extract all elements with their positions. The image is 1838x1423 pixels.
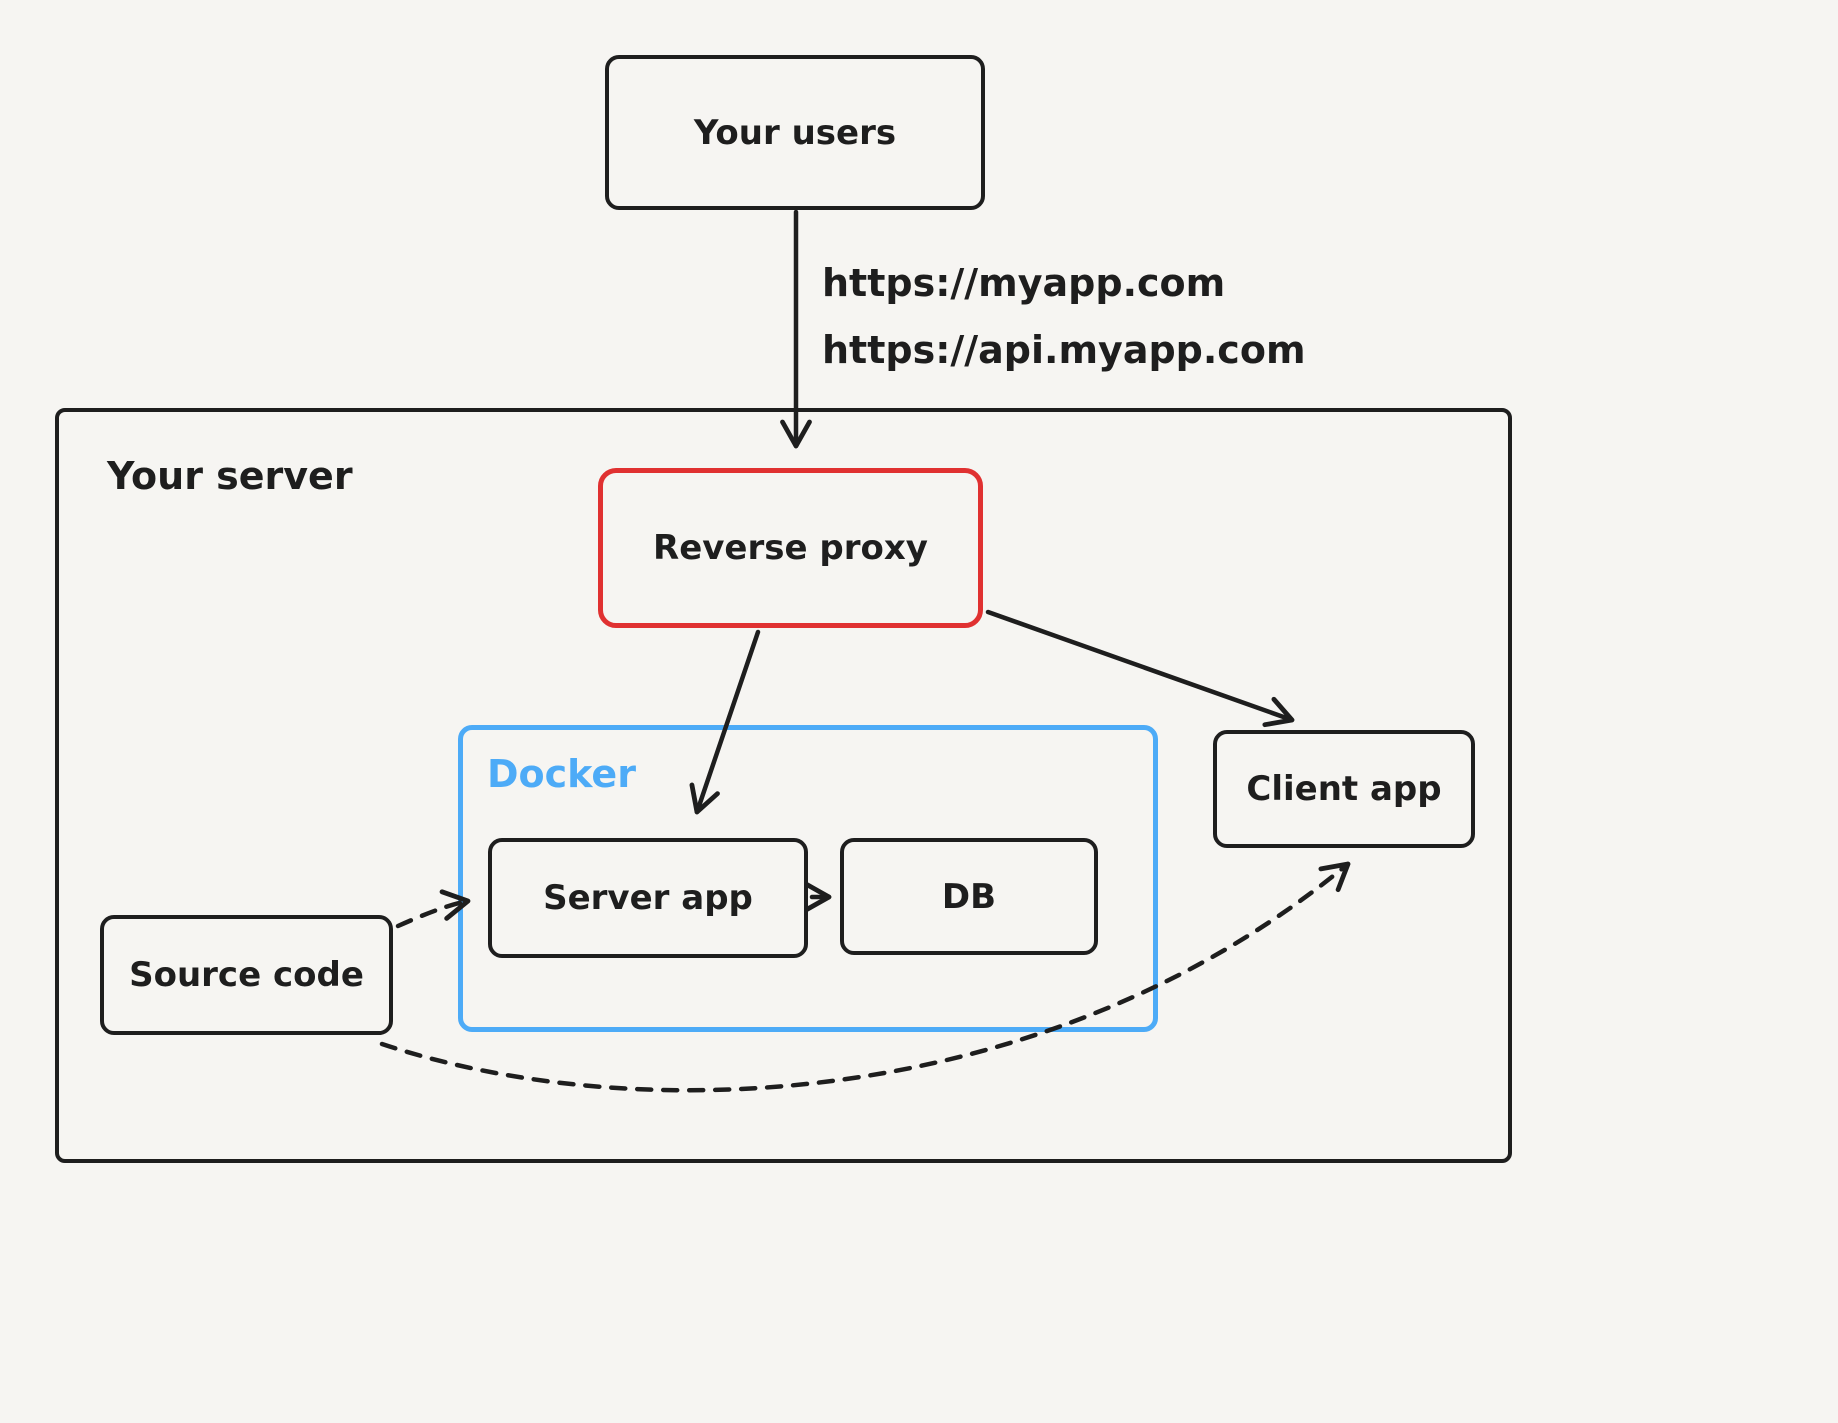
node-db-label: DB (941, 876, 997, 917)
container-your-server: Your server (55, 408, 1512, 1163)
node-reverse-proxy: Reverse proxy (598, 468, 983, 628)
node-server-app: Server app (488, 838, 808, 958)
node-db: DB (840, 838, 1098, 955)
node-source-code-label: Source code (129, 955, 364, 995)
your-server-label: Your server (107, 454, 353, 498)
node-reverse-proxy-label: Reverse proxy (653, 528, 928, 568)
node-your-users: Your users (605, 55, 985, 210)
node-source-code: Source code (100, 915, 393, 1035)
edge-url-labels: https://myapp.com https://api.myapp.com (822, 250, 1306, 384)
node-server-app-label: Server app (543, 878, 753, 918)
node-your-users-label: Your users (693, 112, 897, 153)
url-api-myapp: https://api.myapp.com (822, 328, 1306, 372)
docker-label: Docker (487, 752, 636, 796)
url-myapp: https://myapp.com (822, 261, 1226, 305)
node-client-app-label: Client app (1246, 769, 1442, 809)
node-client-app: Client app (1213, 730, 1475, 848)
